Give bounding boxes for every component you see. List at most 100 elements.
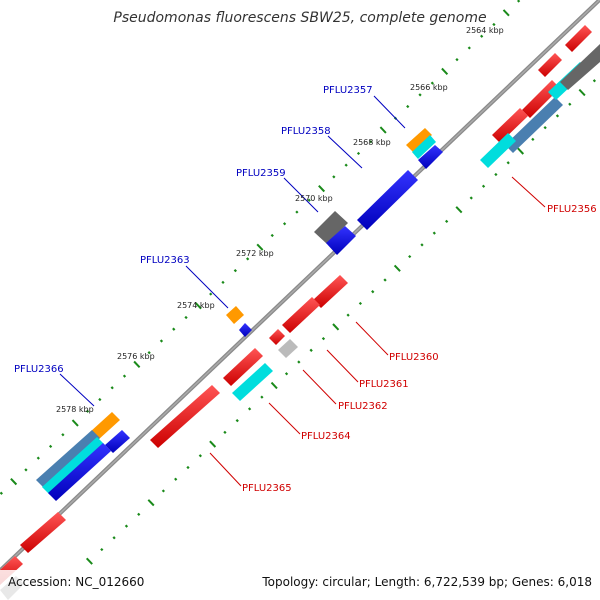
cds-feature[interactable] — [505, 97, 563, 153]
minor-tick — [295, 210, 299, 214]
cds-feature[interactable] — [538, 53, 562, 77]
minor-tick — [420, 243, 424, 247]
tick-label: 2568 kbp — [353, 138, 391, 147]
minor-tick — [235, 418, 239, 423]
cds-feature[interactable] — [313, 275, 348, 308]
major-tick — [393, 264, 401, 272]
gene-label-pflu2358[interactable]: PFLU2358 — [281, 126, 331, 137]
cds-feature[interactable] — [269, 329, 285, 345]
gene-label-pflu2365[interactable]: PFLU2365 — [242, 483, 292, 494]
reverse-gene-labels: PFLU2356 PFLU2360 PFLU2361 PFLU2362 PFLU… — [242, 204, 597, 494]
major-tick — [209, 440, 217, 448]
cds-feature[interactable] — [282, 297, 320, 333]
cds-feature[interactable] — [232, 363, 273, 401]
cds-feature[interactable] — [105, 430, 130, 453]
minor-tick — [221, 280, 225, 284]
cds-feature[interactable] — [412, 135, 436, 159]
minor-tick — [223, 430, 227, 434]
minor-tick — [418, 93, 422, 97]
minor-tick — [494, 172, 498, 177]
minor-tick — [445, 219, 449, 224]
major-tick — [455, 206, 463, 214]
minor-tick — [36, 456, 40, 460]
gene-label-pflu2362[interactable]: PFLU2362 — [338, 401, 388, 412]
cds-feature[interactable] — [278, 339, 298, 358]
cds-feature[interactable] — [522, 80, 560, 118]
major-tick — [578, 88, 586, 97]
major-tick — [379, 126, 387, 134]
minor-tick — [531, 137, 535, 141]
cds-feature[interactable] — [406, 128, 432, 152]
minor-tick — [481, 184, 486, 188]
minor-tick — [233, 268, 237, 273]
major-tick — [147, 499, 155, 507]
cds-feature[interactable] — [239, 323, 252, 337]
cds-feature[interactable] — [223, 348, 263, 386]
minor-tick — [159, 339, 164, 343]
minor-tick — [209, 292, 213, 296]
cds-feature[interactable] — [480, 133, 516, 168]
cds-feature[interactable] — [357, 170, 418, 230]
major-tick — [517, 147, 525, 155]
major-tick — [133, 360, 141, 368]
minor-tick — [100, 547, 104, 552]
minor-tick — [297, 360, 301, 364]
minor-tick — [307, 198, 311, 202]
cds-feature[interactable] — [326, 226, 356, 255]
minor-tick — [282, 222, 287, 226]
cds-feature[interactable] — [226, 306, 244, 324]
cds-feature[interactable] — [565, 25, 592, 52]
gene-label-pflu2356[interactable]: PFLU2356 — [547, 204, 597, 215]
minor-tick — [172, 327, 176, 331]
gene-label-pflu2357[interactable]: PFLU2357 — [323, 85, 373, 96]
minor-tick — [61, 433, 65, 437]
gene-label-pflu2359[interactable]: PFLU2359 — [236, 168, 286, 179]
genome-backbone — [0, 0, 600, 574]
minor-tick — [124, 524, 129, 528]
cds-feature[interactable] — [418, 145, 443, 169]
gene-label-pflu2363[interactable]: PFLU2363 — [140, 255, 190, 266]
minor-tick — [122, 374, 127, 378]
cds-feature[interactable] — [150, 385, 220, 448]
minor-tick — [198, 454, 202, 458]
gene-label-pflu2364[interactable]: PFLU2364 — [301, 431, 351, 442]
cds-feature[interactable] — [36, 430, 100, 488]
minor-tick — [455, 58, 459, 62]
tick-label: 2566 kbp — [410, 83, 448, 92]
cds-feature[interactable] — [560, 44, 600, 90]
minor-tick — [346, 313, 350, 317]
cds-feature[interactable] — [20, 512, 66, 553]
gene-label-pflu2360[interactable]: PFLU2360 — [389, 352, 439, 363]
tick-label: 2572 kbp — [236, 249, 274, 258]
minor-tick — [184, 315, 188, 320]
minor-tick — [309, 348, 313, 352]
minor-tick — [260, 395, 264, 399]
minor-tick — [555, 114, 560, 118]
minor-tick — [246, 257, 250, 261]
cds-feature[interactable] — [48, 443, 111, 501]
major-tick — [332, 323, 340, 331]
minor-tick — [592, 79, 597, 83]
minor-tick — [356, 151, 361, 156]
minor-tick — [516, 0, 521, 3]
minor-tick — [568, 102, 572, 106]
gene-label-pflu2366[interactable]: PFLU2366 — [14, 364, 64, 375]
cds-feature[interactable] — [314, 211, 348, 244]
major-tick — [85, 557, 93, 565]
cds-feature[interactable] — [492, 108, 528, 143]
minor-tick — [406, 104, 410, 109]
minor-tick — [430, 81, 434, 85]
minor-tick — [284, 372, 289, 376]
cds-feature[interactable] — [42, 437, 105, 495]
cds-feature[interactable] — [90, 412, 120, 440]
minor-tick — [98, 397, 102, 402]
minor-tick — [492, 22, 496, 27]
minor-tick — [247, 407, 252, 411]
minor-tick — [112, 536, 116, 540]
gene-label-pflu2361[interactable]: PFLU2361 — [359, 379, 409, 390]
minor-tick — [383, 278, 387, 282]
minor-tick — [432, 231, 436, 235]
minor-tick — [48, 444, 53, 449]
